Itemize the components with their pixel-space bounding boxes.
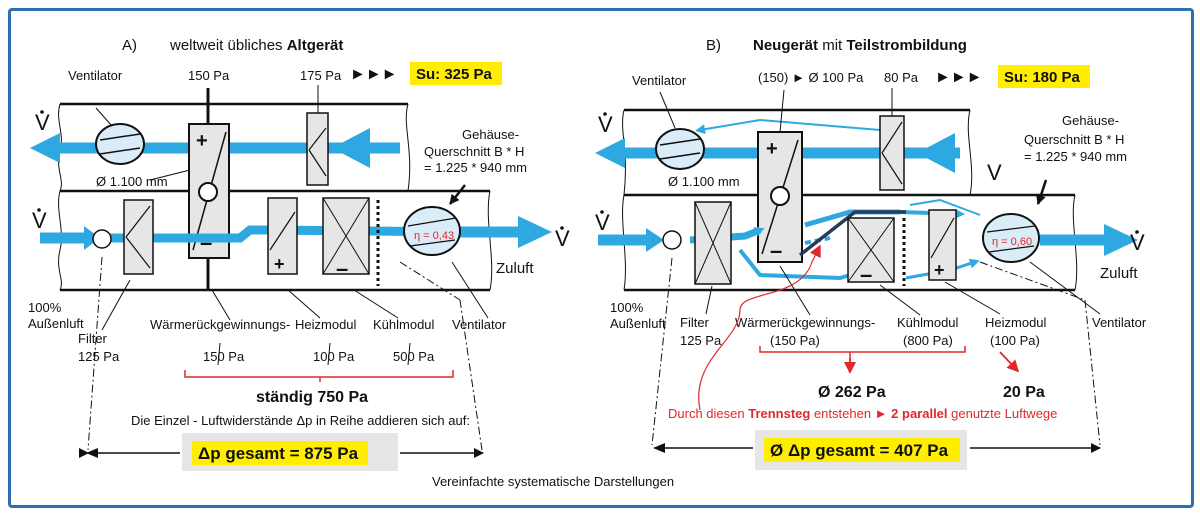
heater-pressure-a: 100 Pa	[313, 349, 355, 364]
ventilator-label-top-b: Ventilator	[632, 73, 687, 88]
wrg-pressure-b: (150 Pa)	[770, 333, 820, 348]
svg-text:–: –	[860, 262, 872, 287]
housing-a	[60, 102, 490, 292]
outdoor-air-inlet-b	[662, 230, 682, 250]
filter-pressure-a: 125 Pa	[78, 349, 120, 364]
filter-top-pressure-a: 175 Pa	[300, 68, 342, 83]
panel-b-title-plain: mit	[818, 37, 846, 54]
zuluft-a: Zuluft	[496, 260, 534, 277]
outdoor-air-inlet-a	[92, 229, 112, 249]
efficiency-b: η = 0,60	[992, 236, 1032, 248]
heater-label-b: Heizmodul	[985, 315, 1047, 330]
svg-text:–: –	[770, 238, 782, 263]
efficiency-a: η = 0,43	[414, 230, 454, 242]
diagram-frame	[8, 8, 1194, 508]
svg-text:–: –	[336, 256, 348, 281]
housing-label-a-2: Querschnitt B * H	[424, 144, 524, 159]
wrg-label-a: Wärmerückgewinnungs-	[150, 317, 290, 332]
fan-diameter-b: Ø 1.100 mm	[668, 174, 740, 189]
summary-badge-a	[410, 62, 502, 85]
filter-pressure-b: 125 Pa	[680, 333, 722, 348]
total-pressure-a: Δp gesamt = 875 Pa	[198, 444, 359, 463]
wrg-pressure-a: 150 Pa	[203, 349, 245, 364]
outdoor-air-pct-a: 100%	[28, 300, 62, 315]
wrg-label-b: Wärmerückgewinnungs-	[735, 315, 875, 330]
fan-bottom-a	[403, 206, 461, 256]
outdoor-air-pct-b: 100%	[610, 300, 644, 315]
panel-b-letter: B)	[706, 37, 721, 54]
filter-top-b	[879, 115, 905, 191]
footer-caption: Vereinfachte systematische Darstellungen	[432, 474, 674, 489]
trennsteg-note: Durch diesen Trennsteg entstehen ► 2 par…	[668, 406, 1057, 421]
svg-text:+: +	[766, 138, 778, 160]
fan-bottom-b	[982, 213, 1040, 263]
heater-label-a: Heizmodul	[295, 317, 357, 332]
bracket-a	[184, 370, 454, 382]
filter-label-b: Filter	[680, 315, 710, 330]
trennsteg-pointer	[698, 244, 821, 411]
fan-top-a	[95, 123, 145, 165]
fan-top-b	[655, 128, 705, 170]
heater-result-b: 20 Pa	[1003, 384, 1045, 401]
panel-a-title-bold: Altgerät	[287, 37, 344, 54]
wrg-plus-a: +	[196, 130, 208, 152]
sum-text-a: Die Einzel - Luftwiderstände Δp in Reihe…	[131, 413, 470, 428]
housing-b	[624, 108, 1075, 292]
panel-b-title-bold2: Teilstrombildung	[846, 37, 967, 54]
v-dot-top-left-a: V	[35, 110, 50, 135]
svg-text:+: +	[934, 260, 945, 280]
filter-label-a: Filter	[78, 331, 108, 346]
ventilator-label-bottom-a: Ventilator	[452, 317, 507, 332]
housing-label-b-3: = 1.225 * 940 mm	[1024, 149, 1127, 164]
summary-badge-b	[998, 65, 1090, 88]
continuous-pressure-a: ständig 750 Pa	[256, 389, 368, 406]
v-dot-top-right-b: V	[987, 160, 1002, 185]
avg-pressure-b: Ø 262 Pa	[818, 384, 886, 401]
summary-arrows-b: ►►►	[935, 69, 983, 86]
cooler-label-b: Kühlmodul	[897, 315, 959, 330]
outdoor-air-label-b: Außenluft	[610, 316, 666, 331]
bracket-b	[759, 346, 966, 358]
v-dot-bottom-right-b: V	[1130, 230, 1145, 255]
summary-value-a: Su: 325 Pa	[416, 66, 493, 83]
panel-a-title: weltweit übliches	[169, 37, 287, 54]
housing-label-a-3: = 1.225 * 940 mm	[424, 160, 527, 175]
filter-top-pressure-b: 80 Pa	[884, 70, 919, 85]
total-pressure-b: Ø Δp gesamt = 407 Pa	[770, 441, 949, 460]
svg-text:+: +	[274, 254, 285, 274]
svg-text:Neugerät mit Teilstrombildung: Neugerät mit Teilstrombildung	[753, 37, 967, 54]
panel-a-letter: A)	[122, 37, 137, 54]
fan-diameter-a: Ø 1.100 mm	[96, 174, 168, 189]
housing-label-a-1: Gehäuse-	[462, 127, 519, 142]
panel-b-title-bold1: Neugerät	[753, 37, 818, 54]
panel-a: A) weltweit übliches Altgerät ►►► Su: 32…	[28, 37, 570, 471]
wrg-top-pressure-a: 150 Pa	[188, 68, 230, 83]
heater-a	[267, 197, 298, 275]
cooler-label-a: Kühlmodul	[373, 317, 435, 332]
v-dot-bottom-right-a: V	[555, 226, 570, 251]
separator-bar-b	[798, 210, 906, 257]
heater-pressure-b: (100 Pa)	[990, 333, 1040, 348]
summary-value-b: Su: 180 Pa	[1004, 69, 1081, 86]
wrg-top-pressure-b: (150) ► Ø 100 Pa	[758, 70, 864, 85]
v-dot-bottom-left-a: V	[32, 208, 47, 233]
filter-bottom-a	[123, 199, 154, 275]
housing-label-b-2: Querschnitt B * H	[1024, 132, 1124, 147]
summary-arrows-a: ►►►	[350, 66, 398, 83]
outdoor-air-label-a: Außenluft	[28, 316, 84, 331]
svg-text:weltweit übliches Altgerät: weltweit übliches Altgerät	[169, 37, 343, 54]
housing-label-b-1: Gehäuse-	[1062, 113, 1119, 128]
v-dot-top-left-b: V	[598, 112, 613, 137]
cooler-pressure-a: 500 Pa	[393, 349, 435, 364]
ventilator-label-bottom-b: Ventilator	[1092, 315, 1147, 330]
cooler-pressure-b: (800 Pa)	[903, 333, 953, 348]
panel-b: B) Neugerät mit Teilstrombildung ►►► Su:…	[595, 37, 1147, 470]
v-dot-bottom-left-b: V	[595, 210, 610, 235]
ventilator-label-top-a: Ventilator	[68, 68, 123, 83]
zuluft-b: Zuluft	[1100, 265, 1138, 282]
